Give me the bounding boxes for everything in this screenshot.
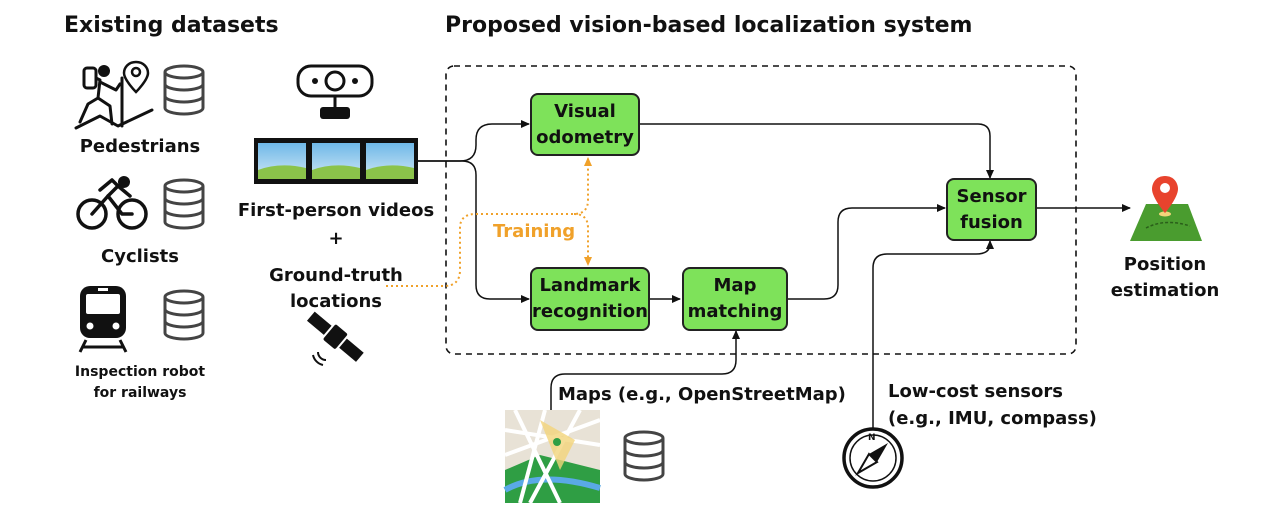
cyclists-label: Cyclists [101, 246, 179, 267]
connector-vo-to-fusion [640, 123, 994, 179]
webcam-icon [296, 64, 374, 119]
video-frames-icon [254, 138, 418, 184]
connector-video-to-vo [418, 120, 530, 162]
database-icon [163, 178, 205, 230]
database-icon [163, 289, 205, 341]
database-icon [163, 64, 205, 116]
connector-sensors-to-fusion [872, 240, 994, 428]
satellite-icon [306, 311, 364, 366]
connector-video-to-landmark [418, 160, 530, 303]
visual-odometry-box: Visual odometry [530, 93, 640, 156]
landmark-recognition-box: Landmark recognition [530, 267, 650, 331]
ground-truth-label: Ground-truth locations [269, 265, 403, 312]
training-connector-landmark [573, 213, 592, 266]
hiker-icon [74, 65, 154, 130]
connector-maps-to-matching [550, 330, 740, 410]
city-map-icon [503, 409, 601, 504]
inspection-robot-label: Inspection robot for railways [74, 364, 206, 401]
connector-map-to-fusion [788, 204, 946, 300]
train-icon [78, 286, 128, 353]
low-cost-sensors-label: Low-cost sensors (e.g., IMU, compass) [888, 381, 1097, 429]
existing-datasets-heading: Existing datasets [64, 13, 279, 38]
position-pin-icon [1130, 176, 1202, 241]
location-pin-icon [122, 60, 150, 94]
plus-label: + [328, 228, 344, 249]
training-connector [386, 157, 592, 287]
map-matching-box: Map matching [682, 267, 788, 331]
proposed-system-heading: Proposed vision-based localization syste… [445, 13, 973, 38]
videos-label: First-person videos [237, 200, 435, 221]
sensor-fusion-box: Sensor fusion [946, 178, 1037, 241]
compass-north-label: N [868, 433, 876, 443]
maps-label: Maps (e.g., OpenStreetMap) [558, 384, 846, 405]
cyclist-icon [76, 176, 148, 230]
system-boundary [445, 65, 1077, 355]
position-estimation-label: Position estimation [1110, 254, 1220, 301]
pedestrians-label: Pedestrians [79, 136, 201, 157]
compass-icon [842, 427, 904, 489]
training-label: Training [493, 221, 576, 242]
database-icon [623, 430, 665, 482]
